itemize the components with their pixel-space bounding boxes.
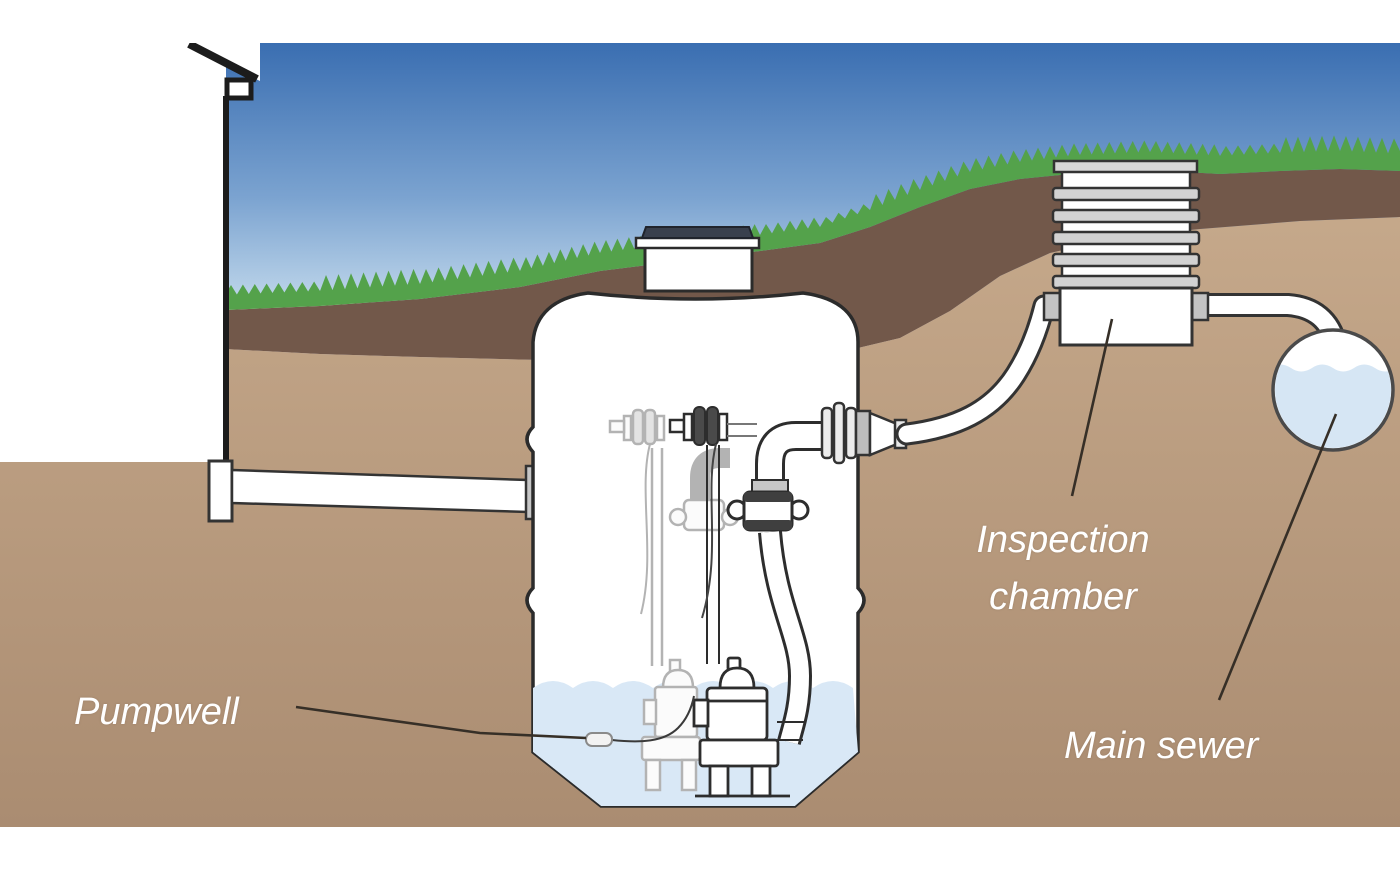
riser-rim — [634, 236, 761, 250]
chamber-rib — [1051, 230, 1201, 246]
inlet-wall-stub — [207, 459, 234, 523]
check-valve — [668, 406, 729, 446]
access-riser — [634, 226, 761, 293]
pumpwell-tank — [525, 226, 908, 808]
wall-seal — [854, 409, 872, 457]
chamber-cap — [1052, 159, 1199, 174]
grass-surface — [225, 135, 1400, 310]
chamber-inlet-socket — [1042, 291, 1063, 322]
chamber-rib — [1051, 274, 1201, 290]
inspection-chamber-label-line1: Inspection — [976, 519, 1150, 561]
discharge-pipework — [668, 406, 828, 746]
roof-edge — [187, 40, 259, 83]
bottom-margin — [0, 827, 1400, 875]
chamber-base — [1058, 286, 1194, 347]
leader-line-inspection-chamber — [1070, 318, 1114, 497]
eave-gutter — [224, 77, 254, 101]
house — [0, 40, 260, 463]
tank-lid — [640, 226, 755, 239]
pumpwell-label: Pumpwell — [74, 691, 239, 733]
house-wall-face — [0, 43, 226, 462]
float-cable — [611, 695, 695, 743]
inspection-chamber-label: Inspection chamber — [932, 512, 1194, 626]
gate-valve — [726, 479, 810, 532]
float-switch — [585, 732, 613, 747]
submersible-pump-foreground — [692, 656, 790, 798]
inspection-chamber-label-line2: chamber — [989, 576, 1137, 618]
chamber-rib — [1051, 208, 1201, 224]
riser-neck — [643, 245, 754, 293]
pump-cable — [701, 443, 717, 619]
discharge-elbow — [758, 424, 828, 500]
leader-line-main-sewer — [1217, 413, 1338, 701]
chamber-rib — [1051, 252, 1201, 268]
top-margin — [0, 0, 1400, 43]
rising-main-pipe — [898, 297, 1053, 443]
main-sewer-pipe — [1271, 328, 1395, 452]
submersible-pump-background — [608, 408, 740, 792]
main-sewer-label: Main sewer — [1064, 725, 1259, 767]
inspection-chamber — [1042, 159, 1210, 347]
chamber-outlet-socket — [1189, 291, 1210, 322]
chamber-rib — [1051, 186, 1201, 202]
flexible-coupling — [820, 401, 908, 465]
sewer-water — [1275, 364, 1391, 448]
leader-line-pumpwell — [295, 705, 587, 740]
